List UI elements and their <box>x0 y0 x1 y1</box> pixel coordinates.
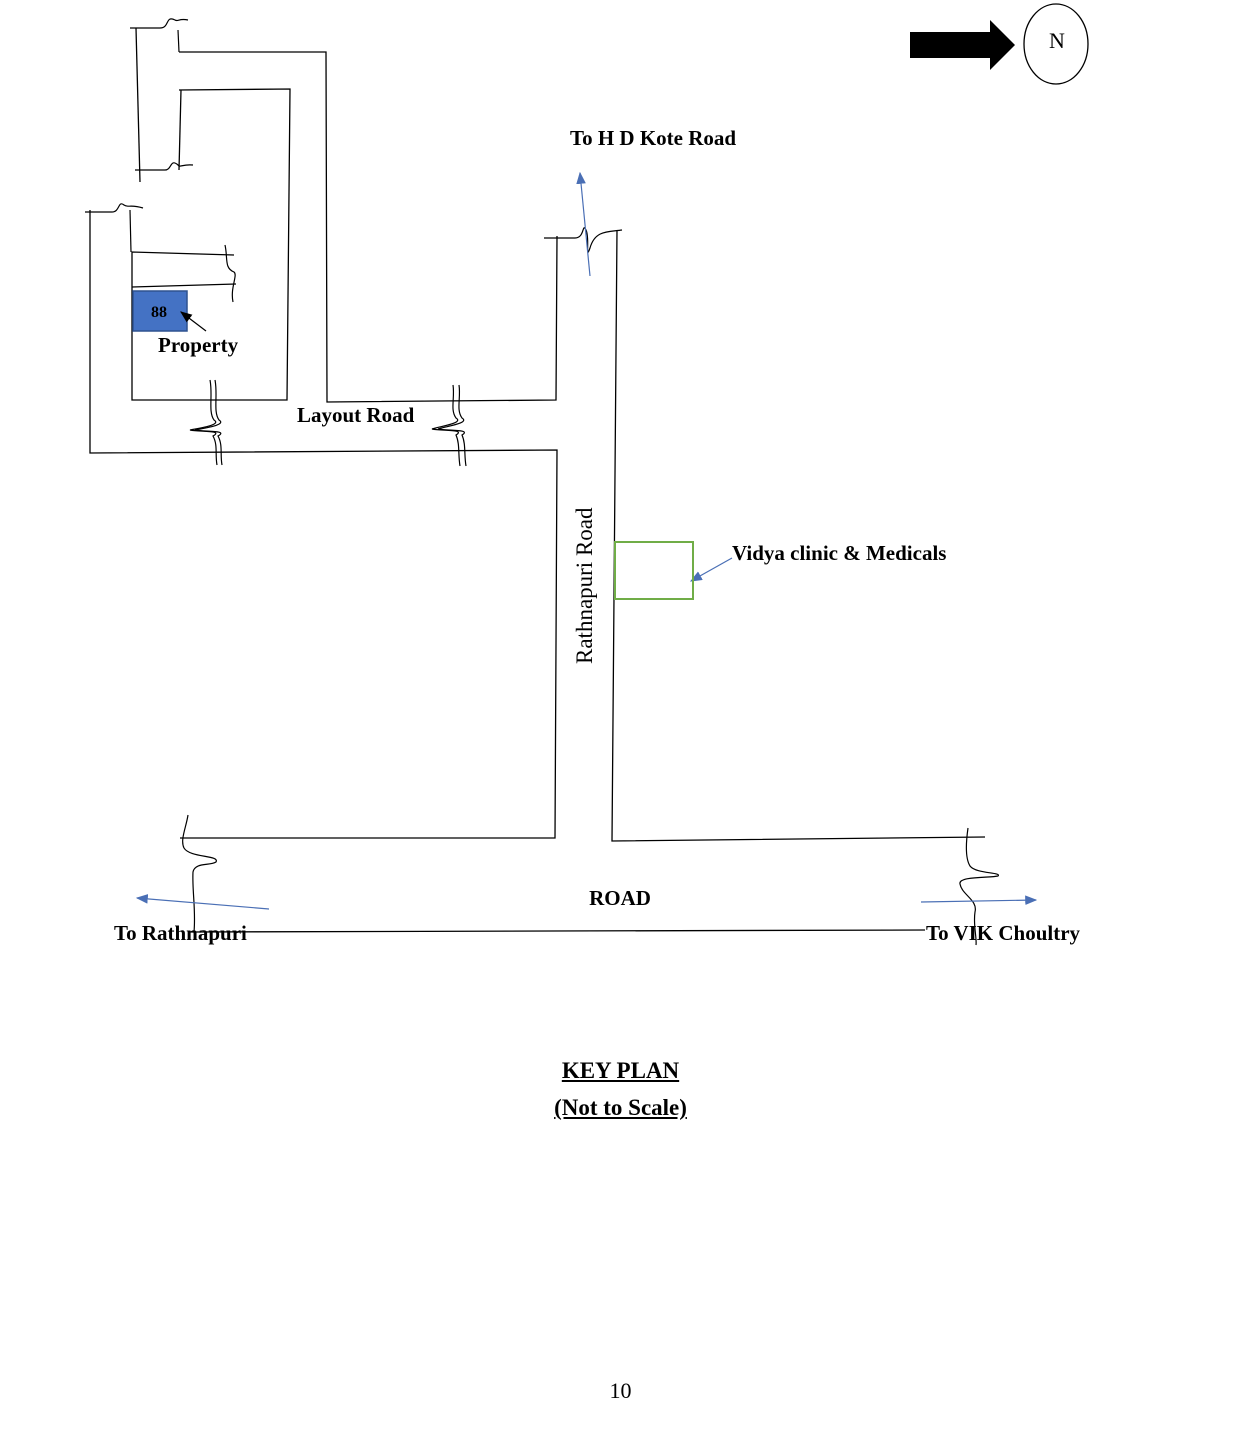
key-plan-subtitle: (Not to Scale) <box>554 1095 687 1120</box>
key-plan-title: KEY PLAN <box>561 1058 680 1083</box>
north-circle <box>1023 3 1089 85</box>
to-vik-choultry-label: To VIK Choultry <box>926 921 1081 945</box>
clinic-box <box>614 541 694 600</box>
rathnapuri-road-label: Rathnapuri Road <box>572 507 597 664</box>
page-number: 10 <box>609 1378 632 1403</box>
arrow-to-clinic <box>689 557 733 582</box>
arrow-to-hd-kote <box>576 171 591 277</box>
property-pointer <box>180 311 207 332</box>
arrow-to-vik <box>920 895 1038 905</box>
to-rathnapuri-label: To Rathnapuri <box>114 921 247 945</box>
direction-arrows <box>135 171 1038 910</box>
top-left-block <box>89 27 986 933</box>
property-box <box>132 290 188 332</box>
break-symbols <box>85 18 999 946</box>
north-arrow-icon <box>910 20 1015 70</box>
north-label: N <box>1049 28 1065 53</box>
road-label: ROAD <box>589 886 651 910</box>
north-indicator: N <box>910 3 1089 85</box>
hd-kote-label: To H D Kote Road <box>570 126 736 150</box>
arrow-to-rathnapuri <box>135 894 270 910</box>
property-label: Property <box>158 333 239 357</box>
clinic-label: Vidya clinic & Medicals <box>732 541 946 565</box>
property-number: 88 <box>151 304 167 321</box>
layout-road-label: Layout Road <box>297 403 415 427</box>
